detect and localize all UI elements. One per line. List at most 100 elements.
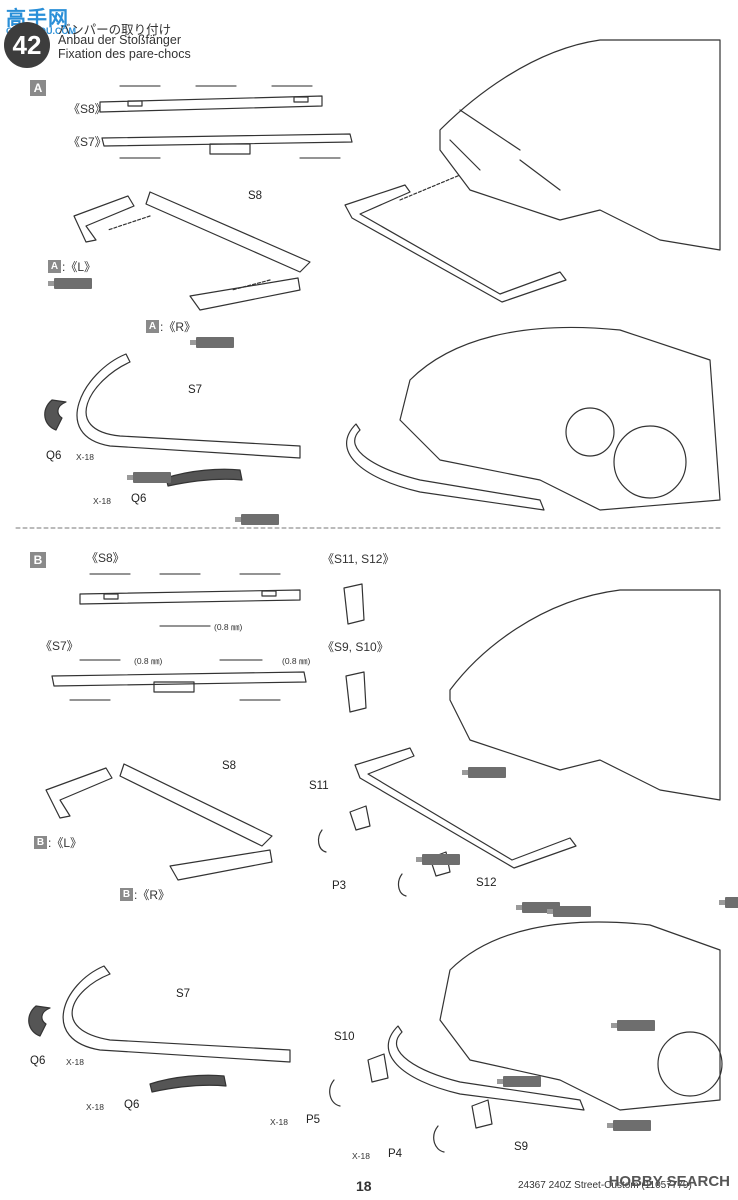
car-rear-a [439,39,721,251]
s8-left-bracket [73,195,135,243]
b-x18-d: X-18 [352,1151,370,1161]
b-part-s10: S10 [334,1031,355,1043]
car-rear-b [449,589,721,801]
car-front-a [399,326,721,511]
b-s7-bumper-front [62,965,291,1063]
b-x18-a: X-18 [66,1057,84,1067]
b-x18-c: X-18 [270,1117,288,1127]
b-right-tag: B :《R》 [120,886,170,903]
b-part-s9: S9 [514,1141,529,1153]
headlight-a [565,407,615,457]
a-s7-label: 《S7》 [68,135,107,149]
s9-detail [345,671,367,713]
b-q6-b: Q6 [124,1099,140,1111]
b-right-box: B [120,888,133,901]
b-s9s10-label: 《S9, S10》 [322,640,389,654]
hobby-search-watermark: HOBBY SEARCH [608,1173,730,1190]
s8-rail-topview [99,95,323,113]
car-front-b [439,921,721,1111]
p3-piece-b [397,873,407,897]
rear-bumper-b [354,747,577,869]
paint-icon [607,1120,652,1131]
b-s8-right-bracket [169,849,273,881]
step-number: 42 [4,22,50,68]
s8-bumper-side [145,191,311,273]
a-left-box: A [48,260,61,273]
b-s8-rail-topview [79,589,301,605]
q6-part-b [165,468,243,487]
wheel-a [613,425,687,499]
b-part-s12: S12 [476,877,497,889]
paint-icon [235,514,280,525]
front-bumper-b [387,1025,585,1111]
b-p4: P4 [388,1148,403,1160]
cement-icon [516,902,561,913]
s7-rail-topview [101,133,353,147]
title-de: Anbau der Stoßfänger [58,33,181,47]
front-bumper-a [346,423,545,511]
a-x18-b: X-18 [93,496,111,506]
cement-icon [190,337,235,348]
rear-bumper-a [344,184,567,303]
cement-icon [416,854,461,865]
p5-piece [329,1079,341,1107]
b-q6-part-b [149,1074,227,1093]
a-s8-label: 《S8》 [68,102,107,116]
b-x18-b: X-18 [86,1102,104,1112]
section-a-box: A [30,80,46,96]
b-part-s7: S7 [176,988,191,1000]
s8-slot [127,100,143,107]
s10-piece [367,1053,389,1083]
cement-icon [48,278,92,289]
b-part-p3: P3 [332,880,347,892]
q6-part-a [44,399,67,431]
paint-icon [496,1076,541,1087]
b-s11s12-label: 《S11, S12》 [322,552,395,566]
product-id: 24367 240Z Street-Custom (11057779) [518,1180,692,1191]
b-part-s11: S11 [309,780,329,792]
cement-icon [611,1020,656,1031]
b-drill-dim-1: (0.8 ㎜) [214,622,243,632]
a-part-s8: S8 [248,190,263,202]
b-right-text: :《R》 [134,888,171,902]
section-b-box: B [30,552,46,568]
a-part-s7: S7 [188,384,203,396]
b-left-text: :《L》 [48,836,83,850]
b-q6-part-a [28,1005,51,1037]
b-s7-rail-topview [51,671,307,687]
wheel-b [657,1031,723,1097]
paint-icon [126,472,171,483]
s9-piece [471,1099,493,1129]
s8-slot [293,96,309,103]
b-s8-label: 《S8》 [86,551,125,565]
b-q6-a: Q6 [30,1055,46,1067]
cement-icon [546,906,591,917]
a-x18-a: X-18 [76,452,94,462]
b-p5: P5 [306,1114,321,1126]
s11-piece [349,805,371,831]
b-left-tag: B :《L》 [34,834,82,851]
s7-bumper-front [76,353,301,459]
cement-icon [718,897,738,908]
title-fr: Fixation des pare-chocs [58,47,191,61]
cement-icon [461,767,506,778]
b-s8-left-bracket [45,767,113,819]
b-left-box: B [34,836,47,849]
a-q6-b: Q6 [131,493,147,505]
page-number: 18 [356,1178,372,1194]
s7-bracket [209,143,251,155]
p4-piece [433,1125,445,1153]
s11-detail [343,583,365,625]
a-right-tag: A :《R》 [146,318,196,335]
s8-right-bracket [189,277,301,311]
b-drill-dim-2: (0.8 ㎜) [134,656,163,666]
a-right-box: A [146,320,159,333]
b-drill-dim-3: (0.8 ㎜) [282,656,311,666]
b-part-s8: S8 [222,760,237,772]
a-left-tag: A :《L》 [48,258,96,275]
a-q6-a: Q6 [46,450,62,462]
b-s8-bumper-side [119,763,273,847]
p3-piece-a [317,829,327,853]
